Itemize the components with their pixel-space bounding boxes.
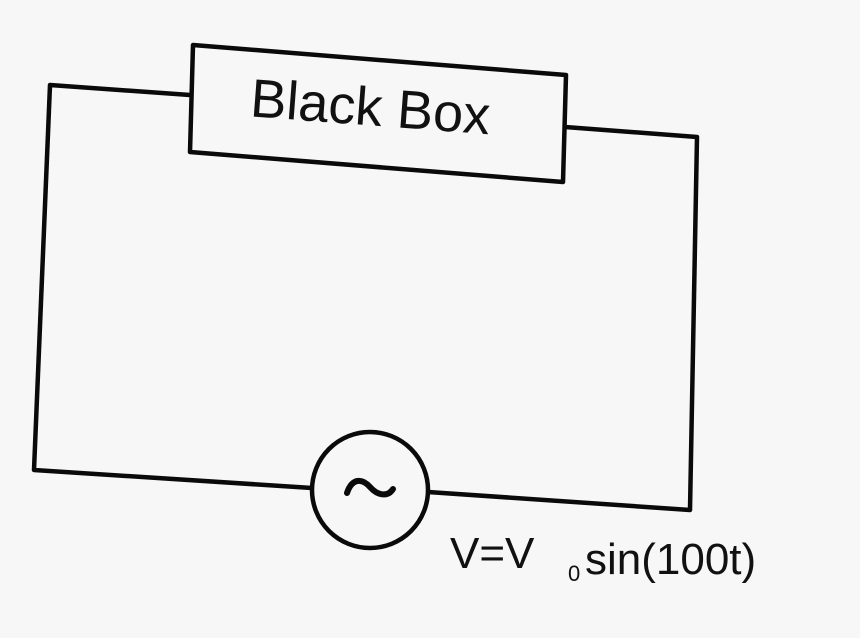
ac-source: [309, 429, 431, 551]
voltage-equation-suffix: sin(100t): [585, 535, 756, 584]
sine-wave-icon: [344, 477, 396, 498]
voltage-equation-subscript: 0: [568, 561, 580, 586]
voltage-equation: V=V 0 sin(100t): [450, 529, 756, 586]
black-box: Black Box: [187, 42, 569, 185]
wires: [31, 82, 700, 513]
left-wire: [31, 82, 315, 491]
right-wire: [425, 124, 700, 513]
black-box-outline: [187, 42, 569, 185]
voltage-equation-prefix: V=V: [450, 529, 535, 578]
